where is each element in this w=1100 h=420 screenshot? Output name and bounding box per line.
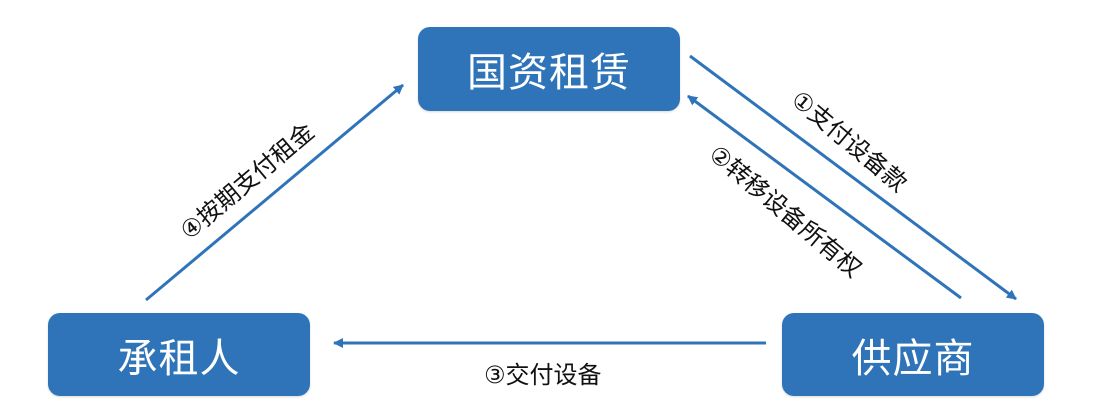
node-lessor-label: 国资租赁	[467, 50, 631, 96]
node-supplier: 供应商	[782, 313, 1044, 396]
node-lessor: 国资租赁	[418, 27, 680, 111]
arrow-pay-rent	[145, 83, 404, 302]
node-lessee: 承租人	[48, 313, 310, 396]
edge-label-pay-equipment: ①支付设备款	[785, 85, 913, 198]
edge-label-pay-rent: ④按期支付租金	[174, 117, 320, 246]
edge-label-deliver-equipment: ③交付设备	[484, 361, 602, 389]
node-lessee-label: 承租人	[117, 335, 241, 382]
node-supplier-label: 供应商	[851, 335, 975, 382]
